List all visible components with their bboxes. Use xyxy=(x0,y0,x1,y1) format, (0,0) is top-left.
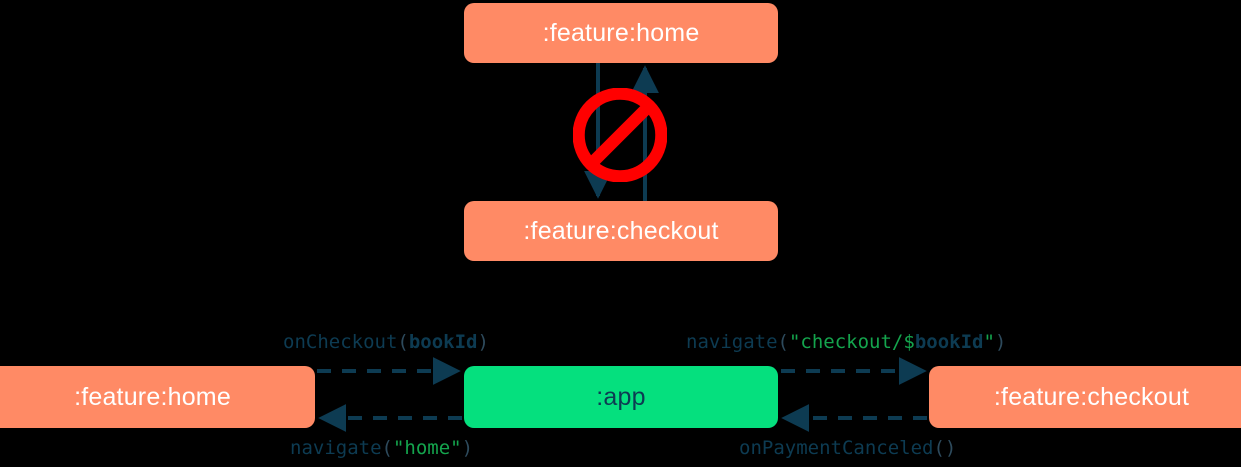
node-label: :feature:home xyxy=(74,382,231,411)
code-token-paren: ( xyxy=(381,437,393,459)
node-feature-checkout-bottom[interactable]: :feature:checkout xyxy=(929,366,1241,428)
code-token-paren: ( xyxy=(777,331,789,353)
code-token-fn: navigate xyxy=(290,437,382,459)
code-token-arg: bookId xyxy=(408,331,478,353)
node-label: :app xyxy=(596,382,646,411)
node-feature-home-bottom[interactable]: :feature:home xyxy=(0,366,315,428)
code-token-paren: ) xyxy=(994,331,1007,353)
code-token-fn: onPaymentCanceled xyxy=(739,437,934,459)
edge-label-on-payment-canceled: onPaymentCanceled() xyxy=(739,437,956,459)
node-feature-checkout-top[interactable]: :feature:checkout xyxy=(464,201,778,261)
node-label: :feature:home xyxy=(542,18,700,47)
edge-label-navigate-home: navigate("home") xyxy=(290,437,473,459)
edge-label-navigate-checkout: navigate("checkout/$bookId") xyxy=(686,331,1006,353)
prohibition-icon xyxy=(573,88,667,182)
code-token-fn: navigate xyxy=(686,331,778,353)
code-token-str: $ xyxy=(903,331,915,353)
node-label: :feature:checkout xyxy=(993,382,1190,411)
code-token-fn: onCheckout xyxy=(283,331,398,353)
code-token-paren: ) xyxy=(477,331,489,353)
edge-label-on-checkout: onCheckout(bookId) xyxy=(283,331,489,353)
code-token-str: "home" xyxy=(392,437,462,459)
node-label: :feature:checkout xyxy=(523,216,719,245)
code-token-str: " xyxy=(983,331,995,353)
code-token-paren: ( xyxy=(397,331,409,353)
code-token-paren: () xyxy=(933,437,957,459)
code-token-tmpl: bookId xyxy=(914,331,984,353)
code-token-str: "checkout/ xyxy=(788,331,904,353)
code-token-paren: ) xyxy=(461,437,474,459)
node-feature-home-top[interactable]: :feature:home xyxy=(464,3,778,63)
node-app[interactable]: :app xyxy=(464,366,778,428)
